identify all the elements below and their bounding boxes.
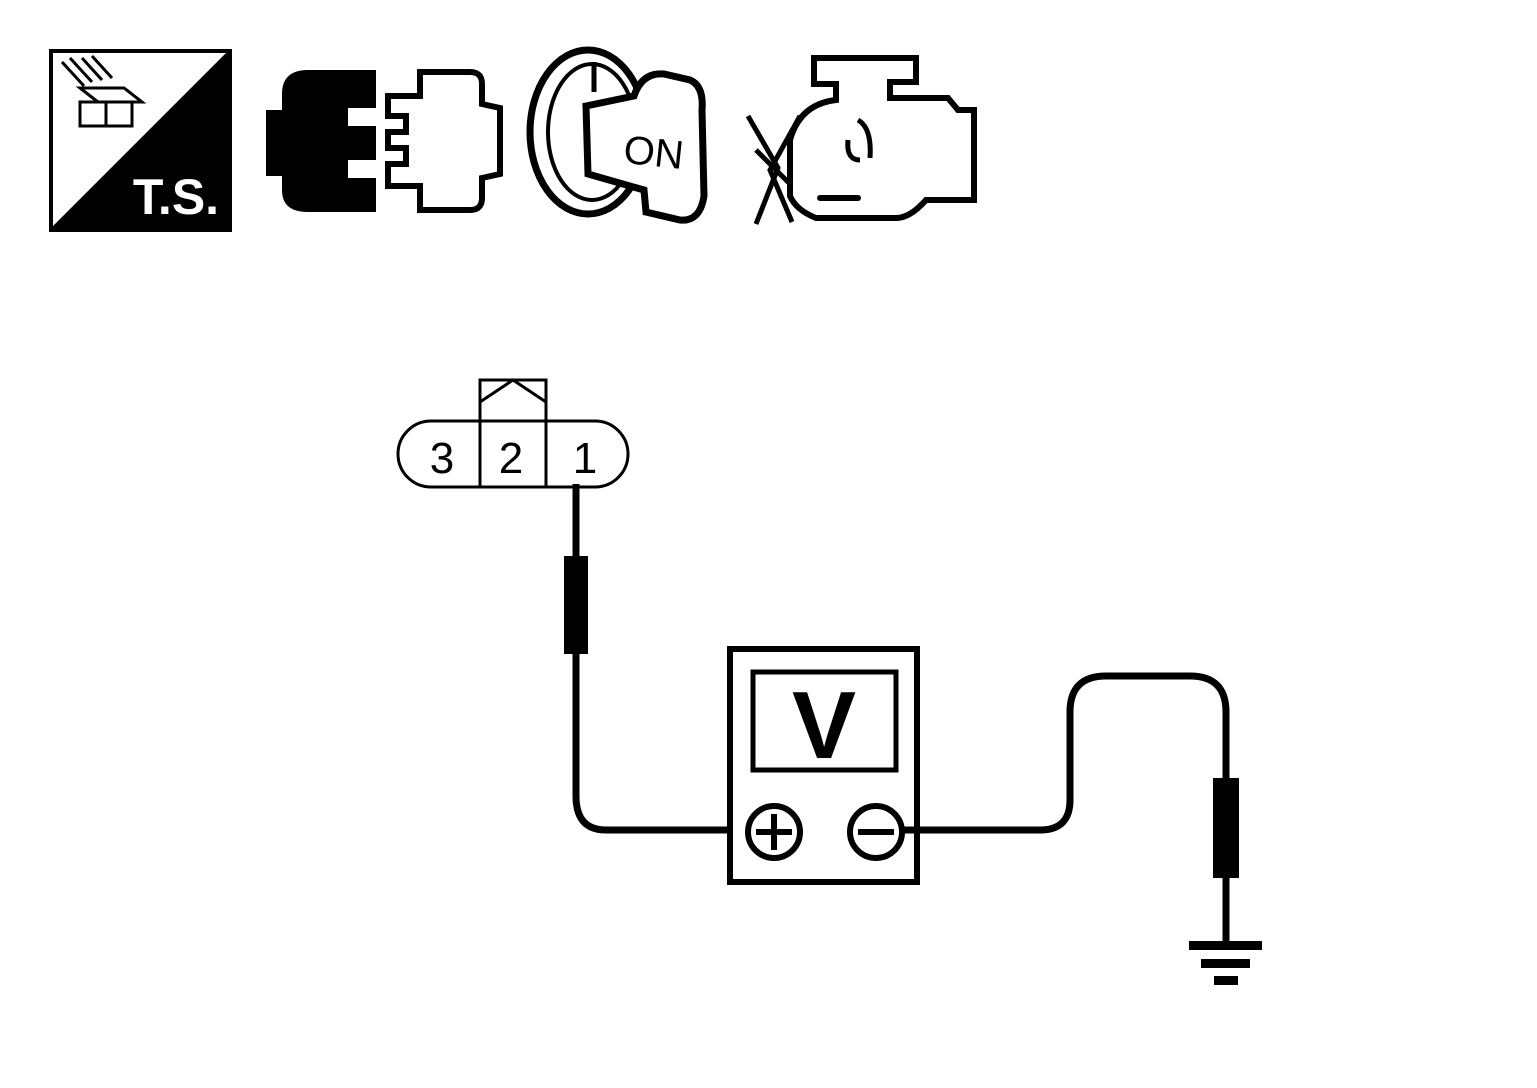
ignition-key-icon: ON	[526, 46, 708, 224]
terminal-3-label: 3	[430, 434, 454, 483]
ts-label: T.S.	[133, 169, 219, 225]
terminal-1-label: 1	[573, 434, 597, 483]
voltmeter: V	[727, 646, 920, 885]
harness-connector: 3 2 1	[396, 378, 630, 489]
ground-symbol-icon	[1189, 941, 1262, 985]
negative-terminal	[847, 803, 905, 861]
engine-stopped-icon	[745, 55, 977, 225]
positive-test-lead	[564, 484, 748, 834]
voltmeter-display-label: V	[792, 672, 856, 779]
terminal-set-icon: T.S.	[49, 49, 232, 232]
terminal-2-label: 2	[499, 434, 523, 483]
negative-test-lead	[902, 672, 1239, 944]
ignition-on-label: ON	[622, 128, 686, 178]
connector-disconnect-icon	[266, 69, 503, 213]
positive-terminal	[745, 803, 803, 861]
